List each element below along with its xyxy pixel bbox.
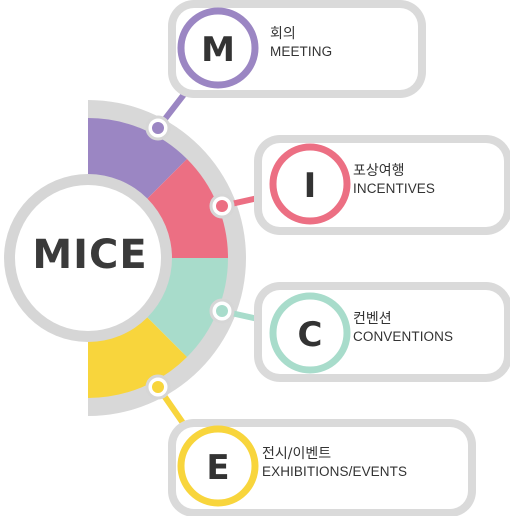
incentives-korean-label: 포상여행	[353, 163, 405, 179]
conventions-english-label: CONVENTIONS	[353, 329, 454, 344]
events-text: 전시/이벤트 EXHIBITIONS/EVENTS	[262, 446, 407, 481]
events-english-label: EXHIBITIONS/EVENTS	[262, 464, 408, 479]
events-korean-label: 전시/이벤트	[262, 446, 332, 462]
meeting-english-label: MEETING	[270, 44, 333, 59]
conventions-korean-label: 컨벤션	[353, 311, 392, 327]
connector-meeting	[145, 81, 195, 141]
hub-circle-inner	[15, 185, 161, 331]
meeting-korean-label: 회의	[270, 26, 296, 42]
hub-label: MICE	[32, 232, 148, 278]
outer-ring	[88, 100, 246, 416]
connector-events	[145, 374, 195, 439]
conventions-text: 컨벤션 CONVENTIONS	[353, 311, 453, 346]
incentives-english-label: INCENTIVES	[353, 181, 436, 196]
meeting-text: 회의 MEETING	[270, 26, 332, 61]
incentives-text: 포상여행 INCENTIVES	[353, 163, 435, 198]
